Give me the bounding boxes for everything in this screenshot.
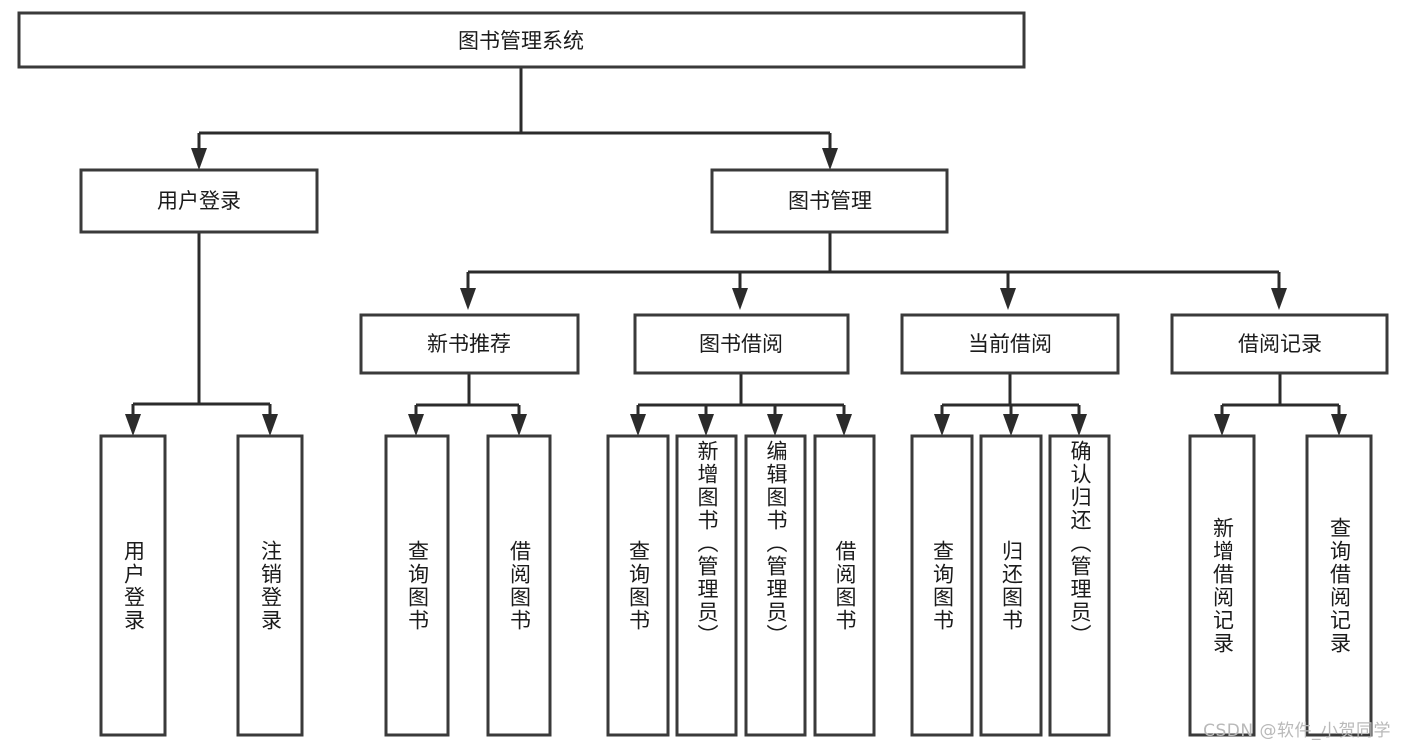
arrowhead-leaf-n2	[511, 414, 527, 436]
arrowhead-leaf-r1	[1214, 414, 1230, 436]
node-book-manage-box	[710, 168, 949, 234]
arrowhead-leaf-u1	[125, 414, 141, 436]
arrowhead-leaf-b1	[630, 414, 646, 436]
leaf-box-book-borrow-4[interactable]	[813, 434, 876, 737]
node-root-box	[17, 11, 1026, 69]
leaf-box-current-borrow-1[interactable]	[910, 434, 974, 737]
node-new-book-recommend-label: 新书推荐	[427, 332, 511, 356]
node-book-borrow-label: 图书借阅	[699, 332, 783, 356]
connectors-book-borrow-to-leaves	[630, 373, 852, 436]
leaf-box-borrow-record-1[interactable]	[1188, 434, 1256, 737]
leaf-box-user-login-1[interactable]	[99, 434, 167, 737]
connectors-current-borrow-to-leaves	[934, 373, 1087, 436]
connectors-book-manage-to-level3	[460, 232, 1287, 310]
leaf-box-book-borrow-2[interactable]	[675, 434, 738, 737]
leaf-box-user-login-2[interactable]	[236, 434, 304, 737]
connectors-user-login-to-leaves	[125, 232, 278, 436]
arrowhead-book-manage	[822, 148, 838, 170]
leaf-box-current-borrow-2[interactable]	[979, 434, 1043, 737]
arrowhead-leaf-c2	[1003, 414, 1019, 436]
node-borrow-record-box	[1170, 313, 1389, 375]
leaf-box-book-borrow-1[interactable]	[606, 434, 670, 737]
csdn-watermark: CSDN @软件_小贺同学	[1203, 721, 1391, 741]
leaf-box-borrow-record-2[interactable]	[1305, 434, 1373, 737]
leaf-box-book-borrow-3[interactable]	[744, 434, 807, 737]
arrowhead-leaf-b2	[698, 414, 714, 436]
node-user-login[interactable]: 用户登录	[79, 168, 319, 234]
connectors-borrow-record-to-leaves	[1214, 373, 1347, 436]
node-borrow-record[interactable]: 借阅记录	[1170, 313, 1389, 375]
node-user-login-label: 用户登录	[157, 189, 241, 213]
arrowhead-leaf-r2	[1331, 414, 1347, 436]
node-current-borrow-label: 当前借阅	[968, 332, 1052, 356]
node-borrow-record-label: 借阅记录	[1238, 332, 1322, 356]
arrowhead-leaf-n1	[408, 414, 424, 436]
node-book-manage-label: 图书管理	[788, 189, 872, 213]
node-current-borrow[interactable]: 当前借阅	[900, 313, 1120, 375]
arrowhead-borrow-record	[1271, 288, 1287, 310]
node-root[interactable]: 图书管理系统	[17, 11, 1026, 69]
arrowhead-user-login	[191, 148, 207, 170]
arrowhead-leaf-c3	[1071, 414, 1087, 436]
connectors-new-book-to-leaves	[408, 373, 527, 436]
connectors-root-to-level2	[191, 67, 838, 170]
arrowhead-current-borrow	[1000, 288, 1016, 310]
arrowhead-leaf-b4	[836, 414, 852, 436]
arrowhead-leaf-c1	[934, 414, 950, 436]
arrowhead-leaf-b3	[767, 414, 783, 436]
leaf-box-new-book-2[interactable]	[486, 434, 552, 737]
node-book-manage[interactable]: 图书管理	[710, 168, 949, 234]
node-new-book-recommend-box	[359, 313, 580, 375]
node-current-borrow-box	[900, 313, 1120, 375]
arrowhead-book-borrow	[732, 288, 748, 310]
node-book-borrow-box	[633, 313, 850, 375]
leaf-box-current-borrow-3[interactable]	[1048, 434, 1111, 737]
arrowhead-leaf-u2	[262, 414, 278, 436]
node-user-login-box	[79, 168, 319, 234]
node-book-borrow[interactable]: 图书借阅	[633, 313, 850, 375]
node-root-label: 图书管理系统	[458, 29, 584, 53]
leaf-boxes	[99, 434, 1373, 737]
arrowhead-new-book	[460, 288, 476, 310]
node-new-book-recommend[interactable]: 新书推荐	[359, 313, 580, 375]
leaf-box-new-book-1[interactable]	[384, 434, 450, 737]
